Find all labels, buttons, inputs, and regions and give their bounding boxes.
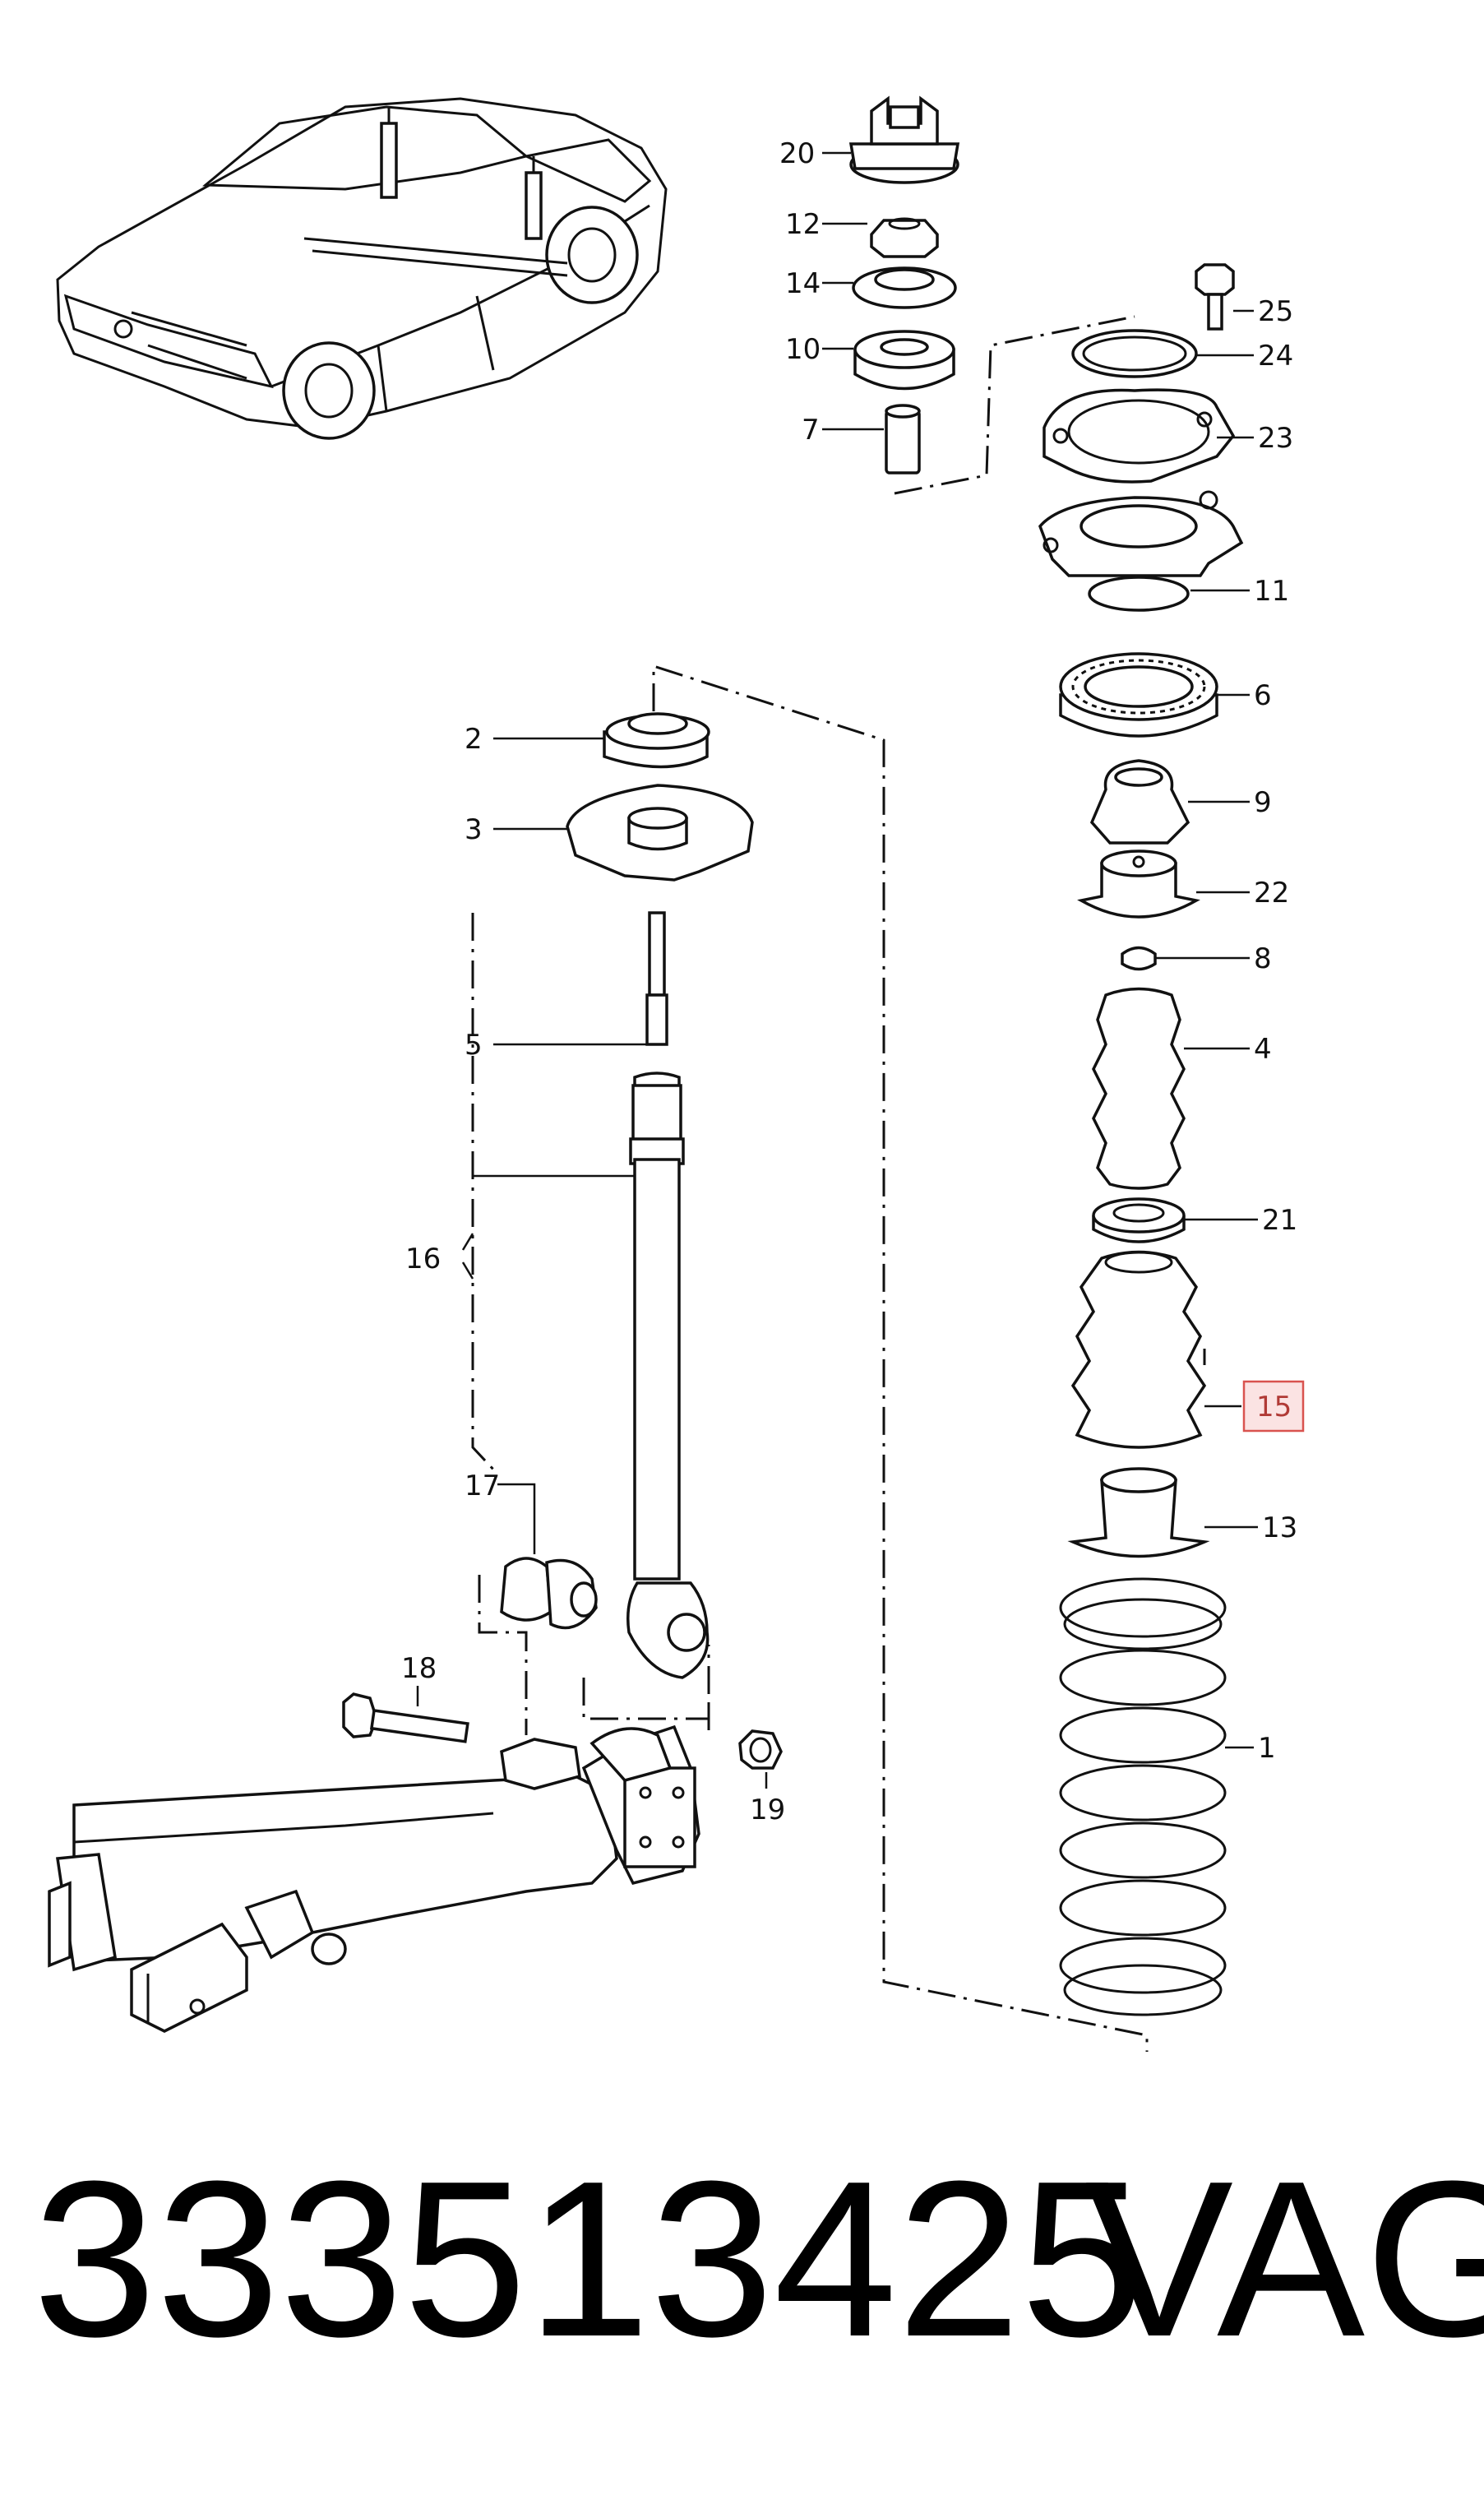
part-24-ring	[1071, 329, 1198, 378]
car-illustration	[56, 97, 668, 440]
label-9: 9	[1254, 786, 1272, 819]
part-10-bushing	[853, 330, 955, 391]
part-15-boot	[1070, 1250, 1207, 1449]
part-3-plate	[566, 784, 754, 882]
label-15-highlight-box	[1242, 1380, 1305, 1433]
label-21: 21	[1262, 1204, 1297, 1237]
assembly-lines	[471, 315, 1206, 2052]
label-3: 3	[465, 813, 483, 846]
part-21-ring	[1092, 1197, 1186, 1243]
label-11: 11	[1254, 575, 1289, 608]
label-1: 1	[1258, 1732, 1276, 1765]
label-24: 24	[1258, 340, 1293, 373]
part-number: 333513425	[33, 2136, 1144, 2383]
label-20: 20	[779, 137, 815, 170]
label-14: 14	[785, 267, 821, 300]
part-11-mount	[1038, 490, 1244, 612]
part-20-cap	[848, 95, 960, 184]
part-7-sleeve	[885, 404, 921, 474]
label-8: 8	[1254, 942, 1272, 975]
part-2-cap	[603, 712, 710, 769]
label-13: 13	[1262, 1511, 1297, 1544]
rear-axle-beam	[48, 1724, 700, 2033]
part-labels: 20 12 14 10 7 25 24 23 11 6 9 22 8 4 21 …	[401, 137, 1305, 1826]
label-2: 2	[465, 723, 483, 756]
part-25-bolt	[1195, 263, 1235, 331]
part-9-bumpstop	[1089, 759, 1190, 845]
part-22-cap	[1077, 849, 1200, 919]
label-15: 15	[1256, 1391, 1292, 1423]
part-19-nut	[738, 1729, 783, 1770]
label-17: 17	[465, 1470, 500, 1502]
part-4-bumpstop	[1092, 987, 1186, 1190]
label-5: 5	[465, 1029, 483, 1062]
part-16-shock	[626, 911, 710, 1679]
part-8-bushing	[1121, 946, 1157, 971]
label-7: 7	[802, 414, 820, 447]
part-18-bolt	[342, 1692, 469, 1743]
part-23-gasket	[1042, 388, 1236, 484]
label-10: 10	[785, 333, 821, 366]
label-12: 12	[785, 208, 821, 241]
part-12-nut	[870, 217, 939, 258]
part-14-washer	[852, 266, 957, 309]
label-6: 6	[1254, 679, 1272, 712]
label-25: 25	[1258, 295, 1293, 328]
label-19: 19	[750, 1794, 785, 1826]
label-23: 23	[1258, 422, 1293, 455]
label-18: 18	[401, 1652, 437, 1685]
brand-name: VAG	[1085, 2136, 1484, 2383]
part-1-spring	[1059, 1577, 1227, 2016]
label-4: 4	[1254, 1033, 1272, 1066]
label-16: 16	[405, 1243, 441, 1275]
leader-lines	[416, 151, 1258, 1789]
label-22: 22	[1254, 877, 1289, 910]
part-6-bearing	[1059, 652, 1218, 738]
part-17-bushing	[500, 1557, 598, 1630]
part-13-seat	[1067, 1467, 1210, 1558]
